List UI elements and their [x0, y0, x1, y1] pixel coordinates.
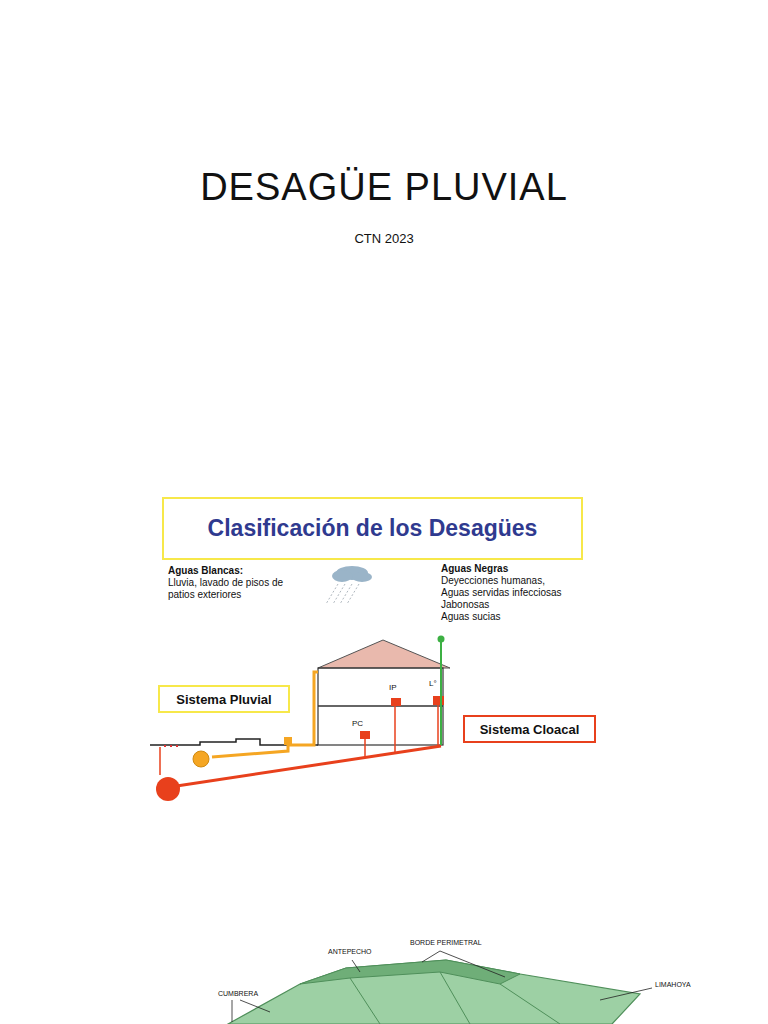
part-label: L° — [429, 679, 437, 688]
page-title: DESAGÜE PLUVIAL — [0, 166, 768, 209]
rain-cloud — [326, 566, 372, 604]
description-text: Jabonosas — [441, 599, 489, 611]
sewer-risers — [365, 703, 438, 758]
subtitle: CTN 2023 — [354, 232, 413, 247]
fixture-boxes — [360, 696, 444, 739]
vent-cap — [438, 636, 445, 643]
part-label: PC — [352, 719, 363, 728]
part-label: ANTEPECHO — [328, 948, 372, 956]
box-label: Clasificación de los Desagües — [208, 515, 538, 542]
description-text: Aguas Blancas: — [168, 565, 243, 577]
rain-outlet — [193, 751, 209, 767]
part-label: LIMAHOYA — [655, 981, 691, 989]
system-box: Sistema Pluvial — [158, 685, 290, 713]
sewer-collector — [156, 777, 180, 801]
description-text: Lluvia, lavado de pisos de patios exteri… — [168, 577, 300, 600]
part-label: CUMBRERA — [218, 990, 258, 998]
rain-box — [284, 737, 292, 745]
description-text: Aguas servidas infecciosas — [441, 587, 562, 599]
sidewalk-marks — [164, 745, 178, 747]
part-label: IP — [389, 683, 397, 692]
house — [318, 640, 450, 745]
vent-pipe — [440, 640, 442, 745]
description-text: Deyecciones humanas, — [441, 575, 545, 587]
curb-line — [159, 747, 161, 775]
system-box: Sistema Cloacal — [463, 715, 596, 743]
roof-illustration — [228, 960, 640, 1024]
description-text: Aguas Negras — [441, 563, 508, 575]
leader-lines — [232, 951, 652, 1022]
description-text: Aguas sucias — [441, 611, 500, 623]
sewer-main — [170, 746, 441, 787]
box-label: Sistema Cloacal — [480, 722, 580, 737]
box-label: Sistema Pluvial — [176, 692, 271, 707]
heading-box: Clasificación de los Desagües — [162, 497, 583, 560]
part-label: BORDE PERIMETRAL — [410, 939, 482, 947]
